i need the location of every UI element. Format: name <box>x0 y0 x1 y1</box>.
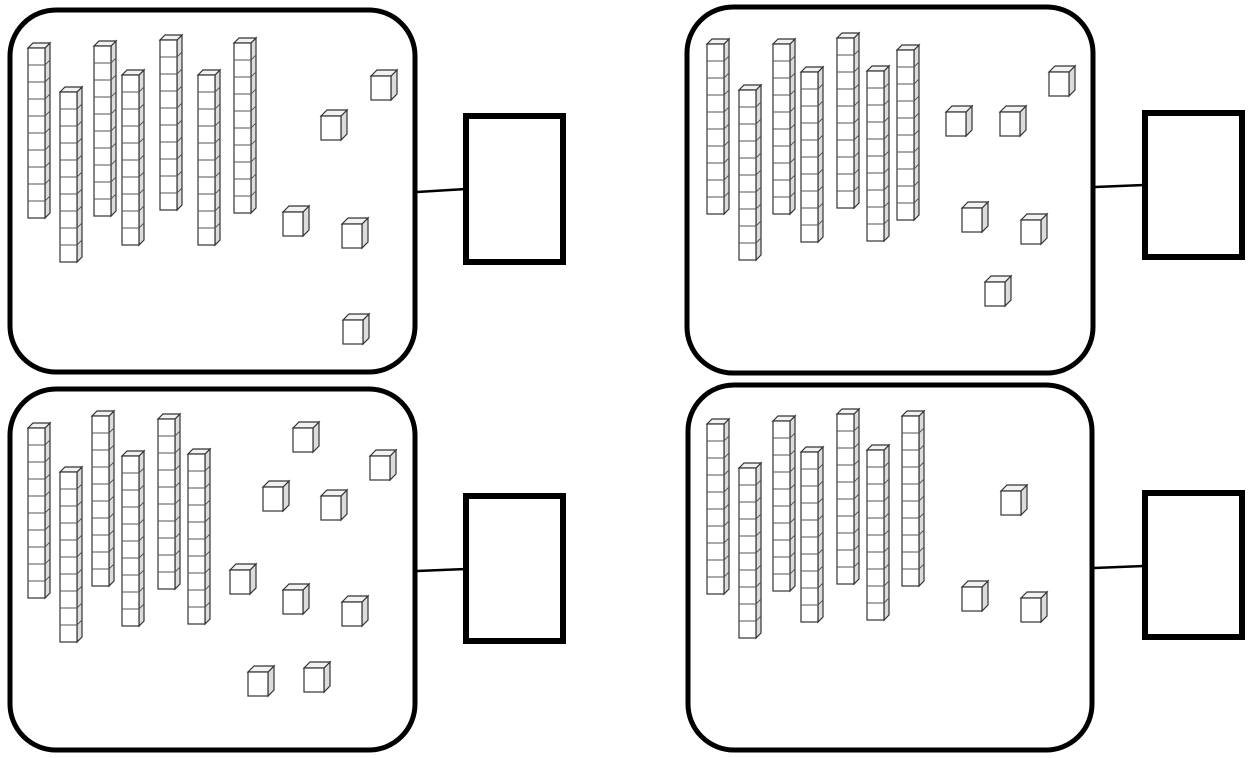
connector-line <box>416 567 467 573</box>
tens-rod <box>799 65 825 244</box>
tens-rod <box>799 445 825 624</box>
tens-rod <box>737 83 763 262</box>
tens-rod <box>771 414 797 593</box>
ones-cube <box>302 660 332 694</box>
ones-cube <box>340 594 370 628</box>
ones-cube <box>944 104 974 138</box>
tens-rod <box>186 447 212 626</box>
ones-cube <box>960 200 990 234</box>
tens-rod <box>232 36 258 215</box>
tens-rod <box>771 37 797 216</box>
ones-cube <box>341 312 371 346</box>
ones-cube <box>281 582 311 616</box>
tens-rod <box>900 409 926 588</box>
tens-rod <box>835 407 861 586</box>
ones-cube <box>291 420 321 454</box>
ones-cube <box>319 108 349 142</box>
tens-rod <box>120 68 146 247</box>
ones-cube <box>960 579 990 613</box>
tens-rod <box>58 465 84 644</box>
tens-rod <box>895 43 921 222</box>
problem-panel <box>7 7 566 375</box>
problem-panel <box>7 386 566 753</box>
tens-rod <box>865 443 891 622</box>
answer-box[interactable] <box>463 493 566 644</box>
ones-cube <box>983 274 1013 308</box>
ones-cube <box>319 488 349 522</box>
connector-line <box>1093 564 1146 570</box>
tens-rod <box>737 461 763 640</box>
tens-rod <box>58 85 84 264</box>
connector-line <box>416 187 467 194</box>
tens-rod <box>705 417 731 596</box>
ones-cube <box>246 664 276 698</box>
problem-panel <box>684 4 1245 376</box>
ones-cube <box>998 104 1028 138</box>
tens-rod <box>156 412 182 591</box>
ones-cube <box>999 483 1029 517</box>
tens-rod <box>90 409 116 588</box>
ones-cube <box>368 448 398 482</box>
tens-rod <box>26 421 52 600</box>
ones-cube <box>261 479 291 513</box>
tens-rod <box>196 68 222 247</box>
ones-cube <box>281 204 311 238</box>
answer-box[interactable] <box>1142 110 1245 260</box>
tens-rod <box>26 41 52 220</box>
tens-rod <box>835 31 861 210</box>
tens-rod <box>865 64 891 243</box>
ones-cube <box>340 216 370 250</box>
tens-rod <box>92 39 118 218</box>
tens-rod <box>158 33 184 212</box>
ones-cube <box>1019 590 1049 624</box>
ones-cube <box>369 68 399 102</box>
tens-rod <box>120 449 146 628</box>
answer-box[interactable] <box>463 113 566 265</box>
answer-box[interactable] <box>1142 490 1245 640</box>
tens-rod <box>705 37 731 216</box>
ones-cube <box>1047 64 1077 98</box>
ones-cube <box>228 562 258 596</box>
ones-cube <box>1019 212 1049 246</box>
problem-panel <box>685 382 1245 753</box>
connector-line <box>1094 183 1146 189</box>
